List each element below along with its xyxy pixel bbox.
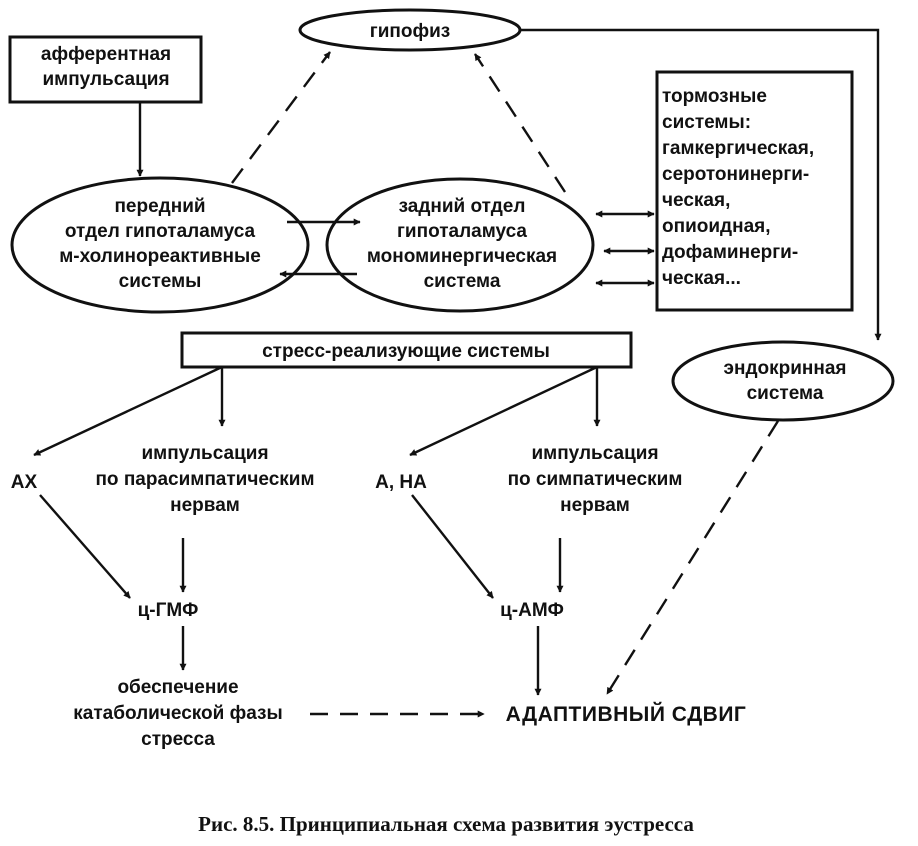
symp-label-line: импульсация <box>531 443 658 464</box>
arrow-ana-camp <box>411 494 494 599</box>
cgmp-label-line: ц-ГМФ <box>138 600 199 621</box>
hypophysis-label-line: гипофиз <box>370 21 450 42</box>
arrow-anterior-hypophysis <box>231 51 331 184</box>
arrow-endocrine-adaptive <box>605 420 780 695</box>
inhibitory-box <box>655 70 854 312</box>
figure-caption: Рис. 8.5. Принципиальная схема развития … <box>198 812 694 836</box>
hypophysis-label: гипофиз <box>370 21 450 42</box>
ach-label-line: АХ <box>11 472 38 493</box>
anterior-label-line: м-холинореактивные <box>59 246 261 267</box>
parasymp-label-line: импульсация <box>141 443 268 464</box>
inhibitory-label-line: ческая, <box>662 190 730 211</box>
inhibitory-label-line: системы: <box>662 112 751 133</box>
endocrine-ellipse <box>671 340 895 422</box>
camp-label-line: ц-АМФ <box>500 600 564 621</box>
adaptive-label-line: АДАПТИВНЫЙ СДВИГ <box>506 702 747 726</box>
posterior-label-line: система <box>424 271 501 292</box>
parasymp-label-line: нервам <box>170 495 240 516</box>
inhibitory-label: тормозные системы: гамкергическая, серотони… <box>662 86 814 289</box>
parasymp-label-line: по парасимпатическим <box>95 469 314 490</box>
inhibitory-label-line: ческая... <box>662 268 741 289</box>
inhibitory-label-line: дофаминерги- <box>662 242 798 263</box>
inhibitory-label-line: тормозные <box>662 86 767 107</box>
anterior-label: передний отдел гипоталамуса м-холинореакти… <box>59 196 261 292</box>
posterior-label-line: гипоталамуса <box>397 221 527 242</box>
anterior-ellipse <box>10 176 310 314</box>
camp-label: ц-АМФ <box>500 600 564 621</box>
catabolic-label-line: обеспечение <box>117 677 238 698</box>
symp-label-line: нервам <box>560 495 630 516</box>
endocrine-label-line: эндокринная <box>723 358 846 379</box>
posterior-ellipse <box>325 177 595 313</box>
posterior-label: задний отдел гипоталамуса мономинергическа… <box>367 196 557 292</box>
inhibitory-label-line: опиоидная, <box>662 216 771 237</box>
anterior-label-line: системы <box>119 271 202 292</box>
stress-label-line: стресс-реализующие системы <box>262 341 550 362</box>
afferent-box <box>8 35 203 104</box>
ach-label: АХ <box>11 472 38 493</box>
arrow-stress-ach <box>33 365 223 457</box>
posterior-label-line: задний отдел <box>399 196 526 217</box>
stress-box <box>180 331 633 369</box>
symp-label-line: по симпатическим <box>508 469 683 490</box>
endocrine-label-line: система <box>747 383 824 404</box>
catabolic-label: обеспечение катаболической фазы стресса <box>73 677 282 750</box>
ana-label-line: А, НА <box>375 472 427 493</box>
catabolic-label-line: катаболической фазы <box>73 703 282 724</box>
arrow-hypophysis-endocrine <box>520 28 882 341</box>
adaptive-label: АДАПТИВНЫЙ СДВИГ <box>506 702 747 726</box>
arrow-posterior-hypophysis <box>473 53 567 193</box>
afferent-label-line: афферентная <box>41 44 171 65</box>
arrow-stress-ana <box>409 365 598 457</box>
afferent-label: афферентная импульсация <box>41 44 171 90</box>
inhibitory-label-line: гамкергическая, <box>662 138 814 159</box>
parasymp-label: импульсация по парасимпатическим нервам <box>95 443 314 516</box>
stress-label: стресс-реализующие системы <box>262 341 550 362</box>
cgmp-label: ц-ГМФ <box>138 600 199 621</box>
posterior-label-line: мономинергическая <box>367 246 557 267</box>
catabolic-label-line: стресса <box>141 729 215 750</box>
symp-label: импульсация по симпатическим нервам <box>508 443 683 516</box>
anterior-label-line: отдел гипоталамуса <box>65 221 256 242</box>
inhibitory-label-line: серотонинерги- <box>662 164 809 185</box>
arrow-ach-cgmp <box>39 494 131 599</box>
ana-label: А, НА <box>375 472 427 493</box>
afferent-label-line: импульсация <box>42 69 169 90</box>
anterior-label-line: передний <box>114 196 205 217</box>
endocrine-label: эндокринная система <box>723 358 846 404</box>
